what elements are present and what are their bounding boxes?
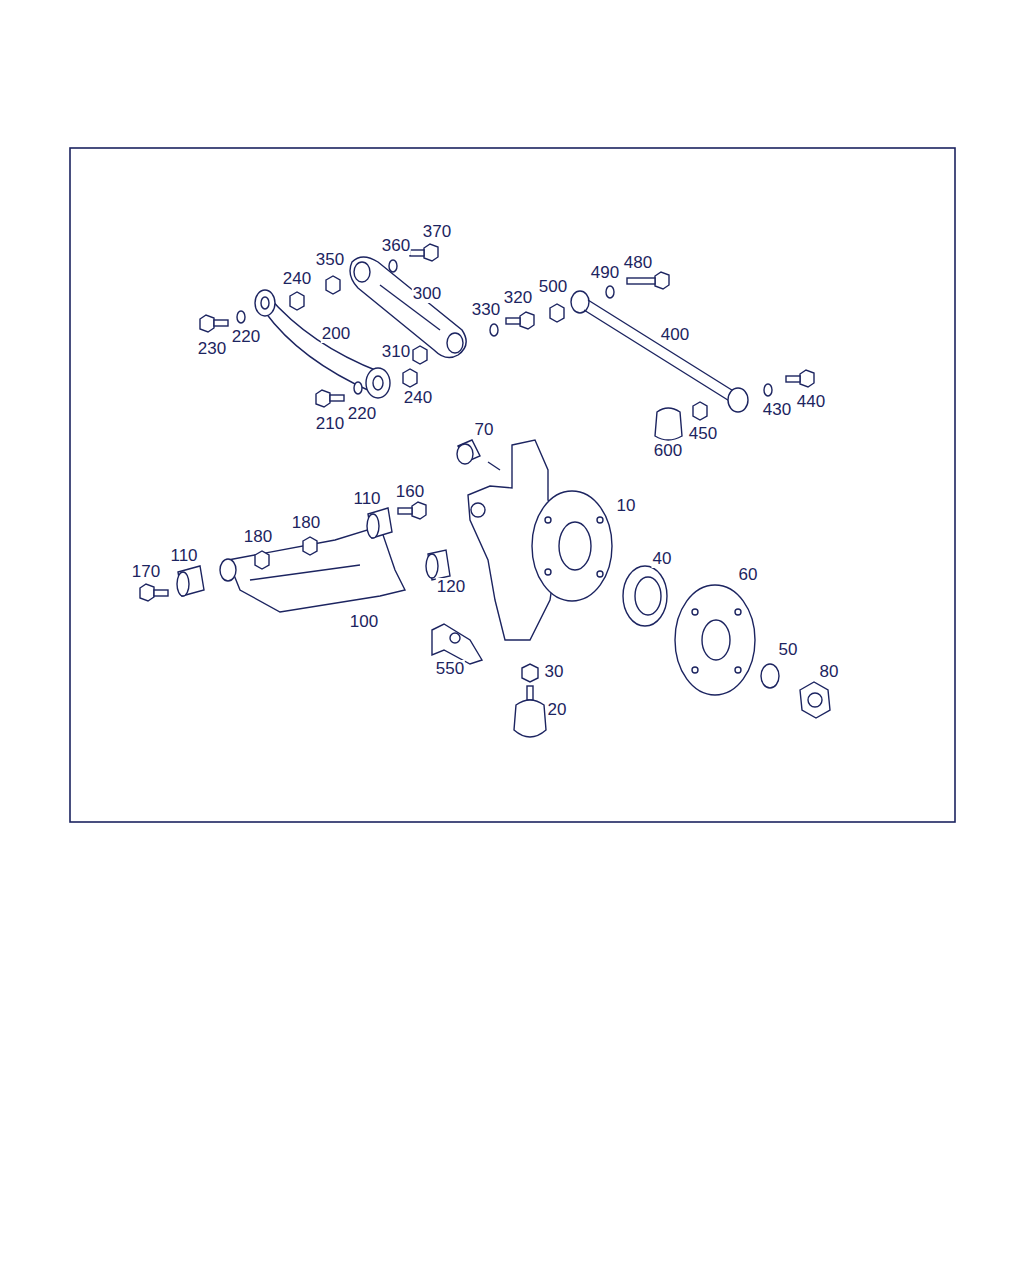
callout-number: 480 [623, 254, 653, 272]
callout-number: 330 [471, 301, 501, 319]
callout-number: 200 [321, 325, 351, 343]
callout-number: 60 [738, 566, 759, 584]
callout-number: 100 [349, 613, 379, 631]
callout-number: 450 [688, 425, 718, 443]
callout-number: 600 [653, 442, 683, 460]
callout-number: 30 [544, 663, 565, 681]
callout-number: 110 [169, 547, 198, 565]
callout-number: 320 [503, 289, 533, 307]
callout-number: 430 [762, 401, 792, 419]
callout-number: 440 [796, 393, 826, 411]
callout-number: 550 [435, 660, 465, 678]
callout-number: 70 [474, 421, 495, 439]
callout-number: 370 [422, 223, 452, 241]
callout-number: 360 [381, 237, 411, 255]
callout-number: 80 [819, 663, 840, 681]
callout-number: 210 [315, 415, 345, 433]
callout-number: 300 [412, 285, 442, 303]
callout-number: 20 [547, 701, 568, 719]
callout-number: 10 [616, 497, 637, 515]
callout-number: 180 [243, 528, 273, 546]
callout-number: 50 [778, 641, 799, 659]
callout-number: 310 [381, 343, 411, 361]
callout-number: 500 [538, 278, 568, 296]
callout-number: 400 [660, 326, 690, 344]
callout-number: 110 [352, 490, 381, 508]
callout-number: 160 [395, 483, 425, 501]
callout-number: 40 [652, 550, 673, 568]
callout-number: 170 [131, 563, 161, 581]
callout-number: 120 [436, 578, 466, 596]
callout-number: 180 [291, 514, 321, 532]
callout-number: 490 [590, 264, 620, 282]
callout-number: 240 [403, 389, 433, 407]
callout-number: 220 [347, 405, 377, 423]
callout-number: 220 [231, 328, 261, 346]
callout-number: 350 [315, 251, 345, 269]
callout-number: 230 [197, 340, 227, 358]
callout-number: 240 [282, 270, 312, 288]
